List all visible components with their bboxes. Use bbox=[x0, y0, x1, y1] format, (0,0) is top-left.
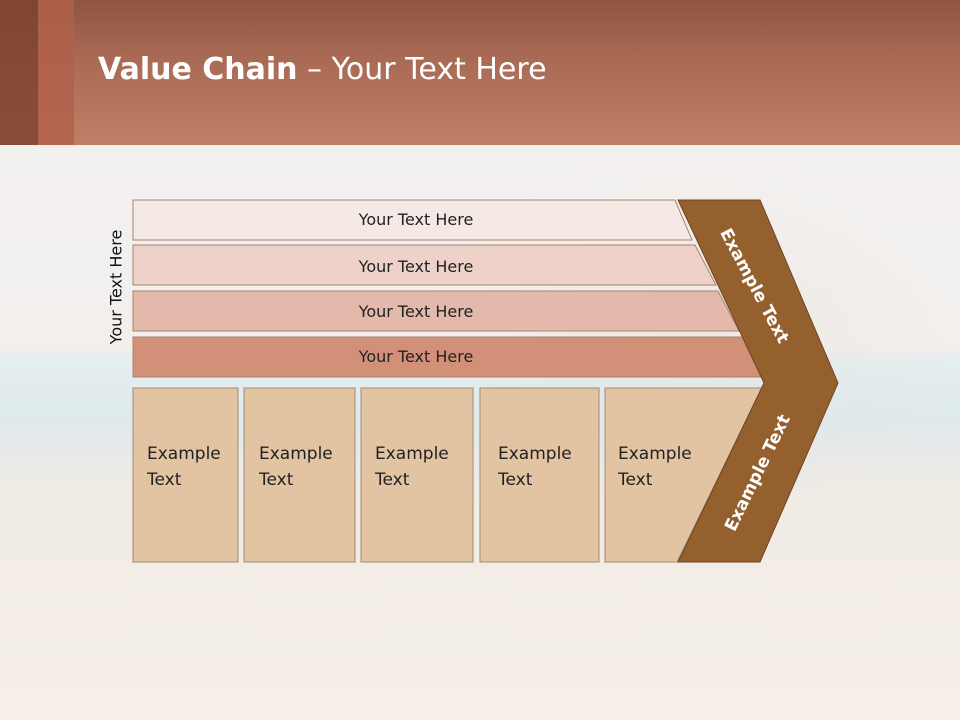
slide-title-bold: Value Chain bbox=[98, 52, 298, 87]
box-5-line-1: Example bbox=[618, 444, 692, 464]
row-label-3: Your Text Here bbox=[358, 302, 474, 321]
box-1-line-1: Example bbox=[147, 444, 221, 464]
box-4-line-1: Example bbox=[498, 444, 572, 464]
box-2-line-2: Text bbox=[258, 470, 294, 490]
row-label-1: Your Text Here bbox=[358, 210, 474, 229]
box-3-line-1: Example bbox=[375, 444, 449, 464]
box-2-line-1: Example bbox=[259, 444, 333, 464]
activity-box-3 bbox=[360, 387, 474, 563]
row-label-4: Your Text Here bbox=[358, 347, 474, 366]
diagram-reflection bbox=[132, 561, 800, 720]
box-5-line-2: Text bbox=[617, 470, 653, 490]
row-label-2: Your Text Here bbox=[358, 257, 474, 276]
activity-box-2 bbox=[243, 387, 356, 563]
activity-box-4 bbox=[479, 387, 600, 563]
row-bar-3 bbox=[132, 290, 740, 332]
svg-text:Example Text: Example Text bbox=[497, 444, 577, 490]
box-4-line-2: Text bbox=[497, 470, 533, 490]
row-bar-1 bbox=[132, 199, 693, 241]
slide-header: Value Chain – Your Text Here bbox=[0, 0, 960, 145]
box-1-line-2: Text bbox=[146, 470, 182, 490]
box-3-line-2: Text bbox=[374, 470, 410, 490]
slide-title: Value Chain – Your Text Here bbox=[98, 52, 547, 87]
row-bar-2 bbox=[132, 244, 717, 286]
header-accent-band bbox=[0, 0, 38, 145]
slide-title-rest: – Your Text Here bbox=[297, 52, 547, 87]
header-accent-band-2 bbox=[38, 0, 74, 145]
svg-text:Example Text: Example Text bbox=[617, 444, 697, 490]
svg-text:Example Text: Example Text bbox=[258, 444, 338, 490]
svg-text:Example Text: Example Text bbox=[146, 444, 226, 490]
svg-text:Example Text: Example Text bbox=[374, 444, 454, 490]
activity-box-1 bbox=[132, 387, 239, 563]
